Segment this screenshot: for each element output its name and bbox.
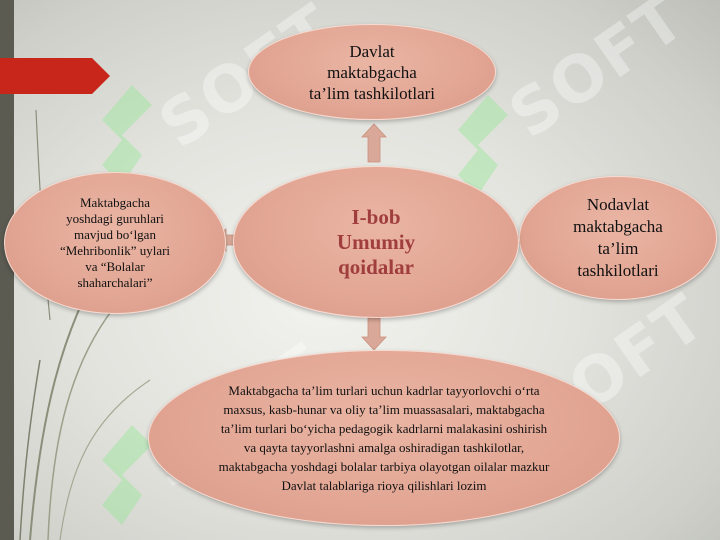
- watermark-logo-icon: [458, 95, 508, 195]
- node-private-preschool-organizations: Nodavlat maktabgacha ta’lim tashkilotlar…: [519, 176, 717, 300]
- slide-left-bar: [0, 0, 14, 540]
- node-label: I-bob Umumiy qoidalar: [336, 204, 416, 279]
- node-label: Davlat maktabgacha ta’lim tashkilotlari: [308, 41, 436, 103]
- node-label: Maktabgacha yoshdagi guruhlari mavjud bo…: [59, 195, 171, 290]
- watermark-logo-icon: [102, 425, 152, 525]
- node-training-institutions: Maktabgacha ta’lim turlari uchun kadrlar…: [148, 350, 620, 526]
- node-orphanages: Maktabgacha yoshdagi guruhlari mavjud bo…: [4, 172, 226, 314]
- node-label: Nodavlat maktabgacha ta’lim tashkilotlar…: [573, 195, 663, 280]
- watermark-logo-icon: [102, 85, 152, 185]
- arrow-up: [361, 123, 387, 163]
- node-state-preschool-organizations: Davlat maktabgacha ta’lim tashkilotlari: [248, 24, 496, 120]
- node-chapter-general-provisions: I-bob Umumiy qoidalar: [233, 166, 519, 318]
- node-label: Maktabgacha ta’lim turlari uchun kadrlar…: [218, 383, 550, 493]
- red-tab-marker: [0, 58, 110, 94]
- arrow-down: [361, 317, 387, 351]
